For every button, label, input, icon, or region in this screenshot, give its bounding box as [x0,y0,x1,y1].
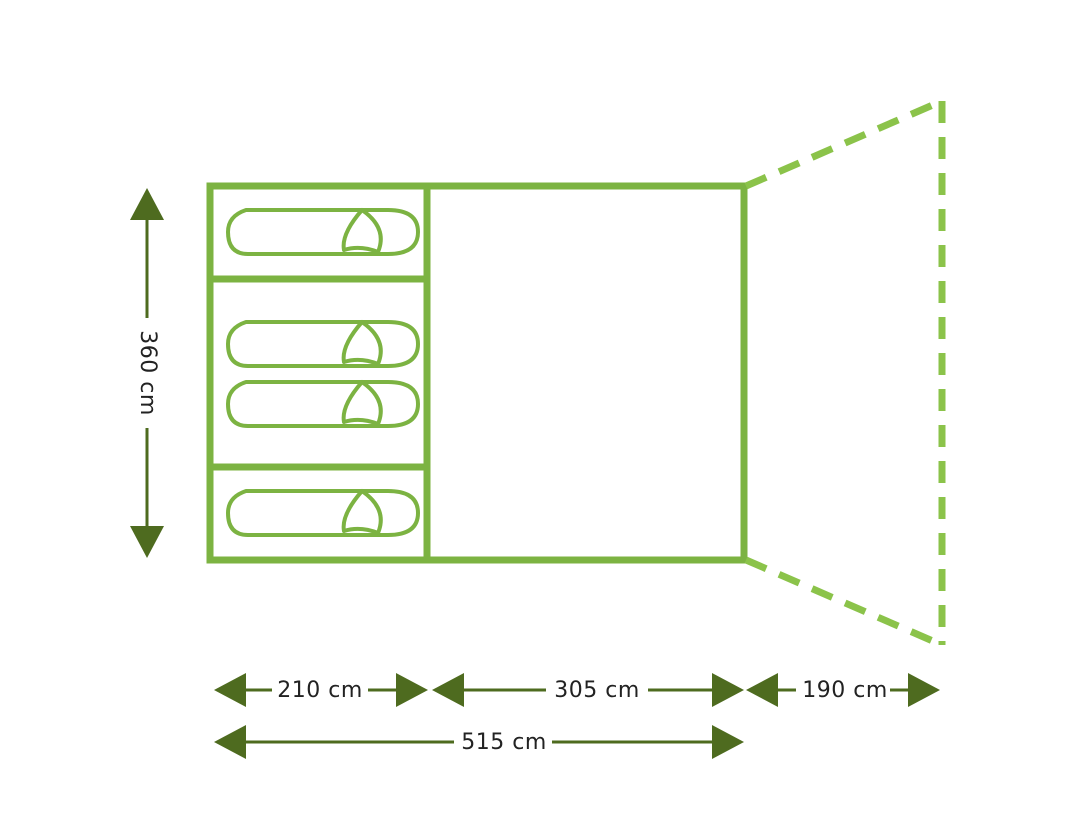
sleeping-bag-icon [226,380,420,428]
arrow-right-icon [712,725,744,759]
tent-footprint [206,182,748,564]
bedroom-3 [226,489,420,537]
porch-edge-top [744,97,944,190]
tent-outline [206,182,748,564]
arrow-right-icon [396,673,428,707]
living-width-dimension: 305 cm [432,673,744,707]
porch-edge-bottom [744,556,944,649]
arrow-right-icon [908,673,940,707]
height-dimension: 360 cm [130,188,164,558]
arrow-left-icon [432,673,464,707]
living-width-label: 305 cm [554,678,640,703]
bedroom-2 [226,320,420,428]
bedroom-width-label: 210 cm [277,678,363,703]
arrow-down-icon [130,526,164,558]
arrow-left-icon [214,725,246,759]
sleeping-bag-icon [226,208,420,256]
arrow-left-icon [214,673,246,707]
porch-width-label: 190 cm [802,678,888,703]
bedroom-1 [226,208,420,256]
bedroom-width-dimension: 210 cm [214,673,428,707]
sleeping-bag-icon [226,489,420,537]
total-width-label: 515 cm [461,730,547,755]
porch-outline [744,97,946,649]
sleeping-bag-icon [226,320,420,368]
height-label: 360 cm [135,330,160,416]
total-width-dimension: 515 cm [214,725,744,759]
arrow-left-icon [746,673,778,707]
arrow-right-icon [712,673,744,707]
porch-width-dimension: 190 cm [746,673,940,707]
arrow-up-icon [130,188,164,220]
